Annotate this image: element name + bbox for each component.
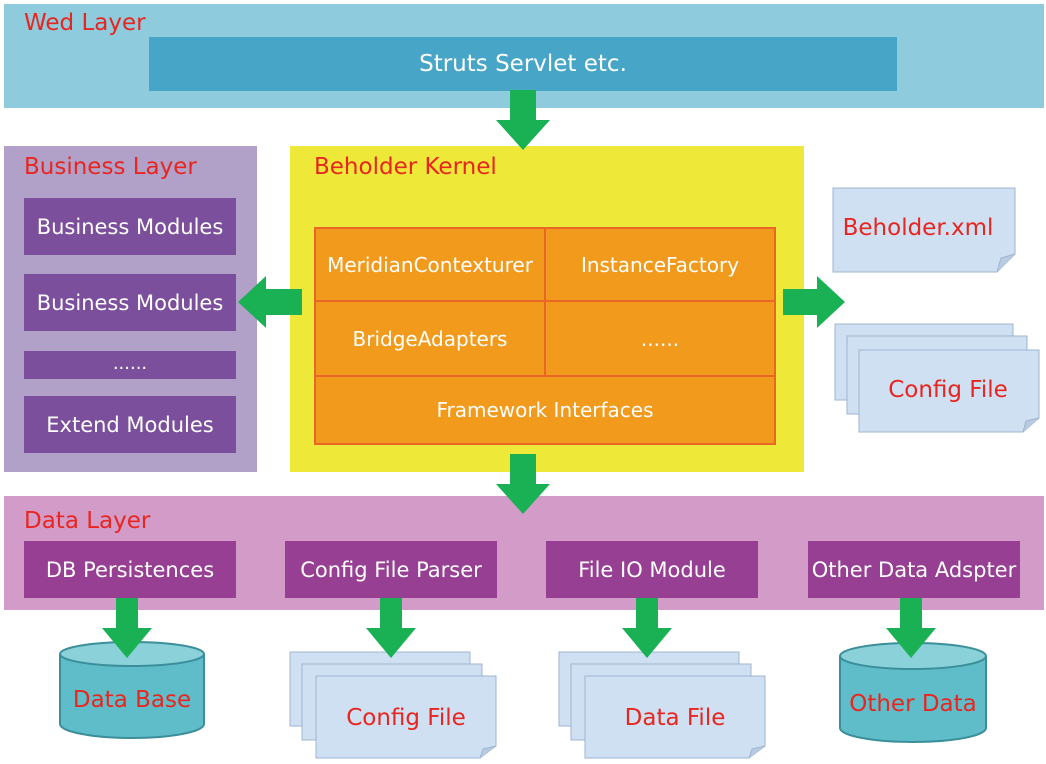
config-file-stack-bottom — [289, 651, 497, 759]
arrow-down-db — [102, 598, 152, 658]
struts-servlet-box: Struts Servlet etc. — [149, 37, 897, 91]
arrow-down-file-io — [622, 598, 672, 658]
business-layer-title: Business Layer — [24, 154, 197, 180]
config-file-label-bottom: Config File — [346, 705, 466, 731]
arrow-down-web-to-kernel — [496, 90, 550, 150]
config-file-label-right: Config File — [888, 377, 1008, 403]
config-file-stack — [834, 323, 1040, 433]
arrow-left-kernel-to-business — [238, 276, 302, 328]
business-module-ellipsis: ...... — [24, 351, 236, 379]
kernel-title: Beholder Kernel — [314, 154, 497, 180]
arrow-down-config-parser — [366, 598, 416, 658]
other-data-cylinder — [839, 642, 987, 743]
database-cylinder — [59, 641, 205, 739]
framework-interfaces-cell: Framework Interfaces — [314, 375, 776, 445]
extend-modules: Extend Modules — [24, 396, 236, 453]
config-file-parser-module: Config File Parser — [285, 541, 497, 598]
data-file-stack — [558, 651, 766, 759]
data-layer-title: Data Layer — [24, 508, 151, 534]
business-module-2: Business Modules — [24, 274, 236, 331]
database-label: Data Base — [72, 687, 192, 713]
arrow-right-kernel-to-config — [783, 276, 845, 328]
arrow-down-kernel-to-data — [496, 454, 550, 514]
instance-factory-cell: InstanceFactory — [544, 227, 776, 302]
arrow-down-other-data — [886, 598, 936, 658]
other-data-adapter-module: Other Data Adspter — [808, 541, 1020, 598]
data-file-label: Data File — [624, 705, 726, 731]
beholder-xml-document — [832, 187, 1016, 273]
business-module-1: Business Modules — [24, 198, 236, 255]
kernel-ellipsis-cell: ...... — [544, 300, 776, 377]
meridian-contexturer-cell: MeridianContexturer — [314, 227, 546, 302]
beholder-xml-label: Beholder.xml — [842, 215, 994, 241]
web-layer-title: Wed Layer — [24, 10, 146, 36]
other-data-label: Other Data — [849, 691, 977, 717]
file-io-module: File IO Module — [546, 541, 758, 598]
db-persistences-module: DB Persistences — [24, 541, 236, 598]
